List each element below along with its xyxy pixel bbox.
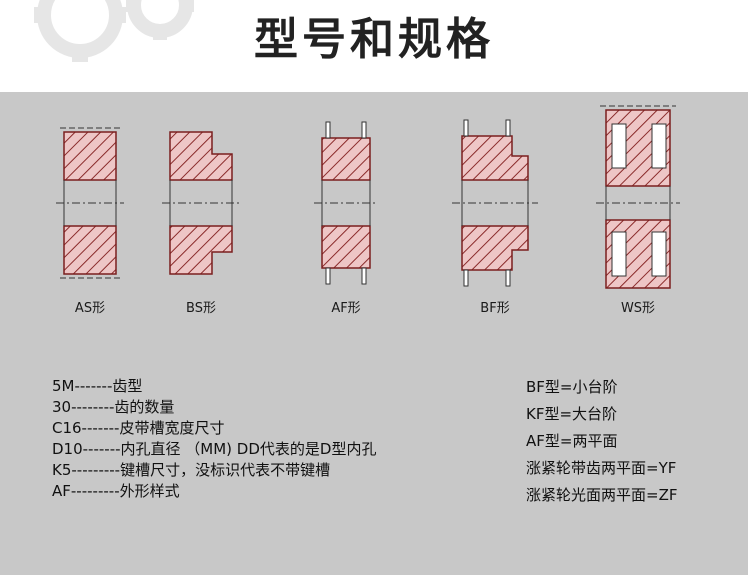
header: 型号和规格 [0,0,748,92]
figure-label-af: AF形 [331,301,361,316]
type-line: KF型=大台阶 [526,405,618,423]
type-list: BF型=小台阶 KF型=大台阶 AF型=两平面 涨紧轮带齿两平面=YF 涨紧轮光… [526,374,677,509]
figure-label-ws: WS形 [620,301,656,316]
figure-bs [162,131,240,275]
spec-line: AF---------外形样式 [52,482,180,500]
figure-bf [452,119,538,287]
page-title: 型号和规格 [254,14,494,65]
gear-decoration-icon [34,0,194,62]
spec-list: 5M-------齿型 30--------齿的数量 C16-------皮带槽… [52,376,376,502]
figure-label-bs: BS形 [186,301,216,316]
spec-line: 30--------齿的数量 [52,398,175,416]
spec-line: K5---------键槽尺寸，没标识代表不带键槽 [52,461,331,479]
type-line: AF型=两平面 [526,432,618,450]
figure-af [314,121,378,285]
figure-label-bf: BF形 [480,301,510,316]
spec-line: D10-------内孔直径 （MM) DD代表的是D型内孔 [52,440,377,458]
figure-as [56,127,124,279]
type-line: 涨紧轮光面两平面=ZF [526,486,678,504]
spec-line: C16-------皮带槽宽度尺寸 [52,419,225,437]
pulley-figures [56,105,680,289]
figure-ws [596,105,680,289]
type-line: BF型=小台阶 [526,378,618,396]
type-line: 涨紧轮带齿两平面=YF [526,459,677,477]
spec-line: 5M-------齿型 [52,377,143,395]
spec-panel: AS形 BS形 AF形 BF形 WS形 5M-------齿型 30------… [0,92,748,575]
figure-label-as: AS形 [74,301,106,316]
